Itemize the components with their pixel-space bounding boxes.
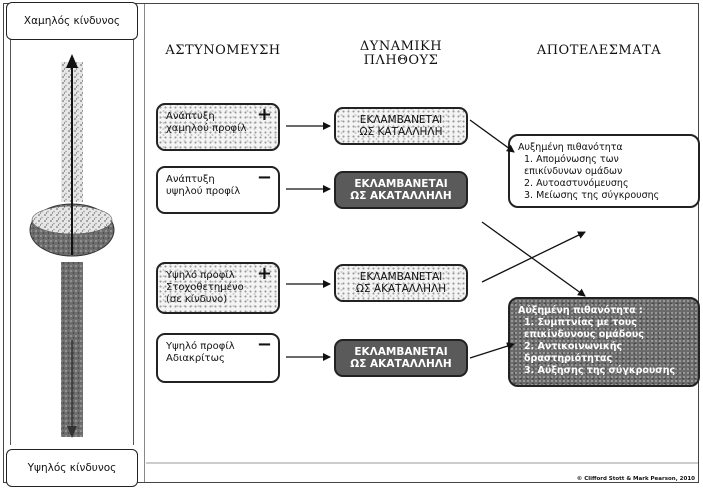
down-arrow-head-icon — [67, 426, 77, 438]
policing-high-profile: Ανάπτυξη υψηλού προφίλ − — [156, 166, 280, 214]
outcome-negative-item2a: 2. Αντικοινωνικής — [524, 341, 623, 352]
arrow-cross-up-icon — [481, 231, 586, 283]
outcome-positive-item1a: 1. Απομόνωσης των — [524, 154, 619, 165]
header-crowd-line2: ΠΛΗΘΟΥΣ — [363, 53, 439, 68]
outcome-positive-heading: Αυξημένη πιθανότητα — [518, 142, 623, 153]
outcome-positive-item3: 3. Μείωσης της σύγκρουσης — [524, 190, 660, 201]
outcome-negative-heading: Αύξημένη πιθανότητα : — [518, 305, 643, 316]
header-outcomes-text: ΑΠΟΤΕΛΕΣΜΑΤΑ — [536, 43, 662, 58]
crowd-row2-line1: ΕΚΛΑΜΒΑΝΕΤΑΙ — [354, 178, 448, 190]
copyright-notice: © Clifford Stott & Mark Pearson, 2010 — [577, 476, 695, 482]
low-risk-text: Χαμηλός κίνδυνος — [23, 15, 121, 27]
divider-line — [144, 4, 145, 482]
outcome-negative-item2b: δραστηριότητας — [524, 353, 613, 364]
header-outcomes: ΑΠΟΤΕΛΕΣΜΑΤΑ — [524, 44, 674, 58]
outcome-positive-item1b: επικίνδυνων ομάδων — [524, 166, 623, 177]
high-risk-text: Υψηλός κίνδυνος — [27, 462, 117, 474]
crowd-row2-line2: ΩΣ ΑΚΑΤΑΛΛΗΛΗ — [350, 190, 452, 202]
axis-line-right — [133, 35, 134, 445]
crowd-appropriate: ΕΚΛΑΜΒΑΝΕΤΑΙ ΩΣ ΚΑΤΑΛΛΗΛΗ — [334, 107, 468, 145]
outcome-negative: Αύξημένη πιθανότητα : 1. Συμπτνίας με το… — [508, 297, 700, 387]
crowd-row1-line2: ΩΣ ΚΑΤΑΛΛΗΛΗ — [359, 126, 443, 138]
minus-icon: − — [256, 334, 272, 355]
header-crowd-line1: ΔΥΝΑΜΙΚΗ — [359, 39, 443, 54]
crowd-row3-line2: ΩΣ ΑΚΑΤΑΛΛΗΛΗ — [355, 283, 447, 295]
crowd-inappropriate-1: ΕΚΛΑΜΒΑΝΕΤΑΙ ΩΣ ΑΚΑΤΑΛΛΗΛΗ — [334, 171, 468, 209]
risk-scale-graphic — [29, 54, 115, 438]
header-policing-text: ΑΣΤΥΝΟΜΕΥΣΗ — [165, 43, 281, 58]
header-policing: ΑΣΤΥΝΟΜΕΥΣΗ — [158, 44, 288, 58]
outcome-negative-item3: 3. Αύξησης της σύγκρουσης — [524, 365, 676, 376]
arrow-to-negative-icon — [469, 342, 515, 359]
high-risk-label: Υψηλός κίνδυνος — [6, 449, 138, 487]
plus-icon: + — [256, 104, 272, 125]
policing-row1-line2: χαμηλού προφίλ — [166, 123, 247, 134]
crowd-row1-line1: ΕΚΛΑΜΒΑΝΕΤΑΙ — [359, 114, 443, 126]
arrow-to-positive-icon — [469, 119, 515, 153]
policing-row2-line1: Ανάπτυξη — [166, 174, 215, 185]
outcome-positive: Αυξημένη πιθανότητα 1. Απομόνωσης των επ… — [508, 134, 700, 208]
crowd-row3-line1: ΕΚΛΑΜΒΑΝΕΤΑΙ — [359, 271, 443, 283]
policing-high-targeted: Υψηλό προφίλ Στοχοθετημένο (σε κίνδυνο) … — [156, 262, 280, 314]
outcome-negative-item1a: 1. Συμπτνίας με τους — [524, 317, 637, 328]
policing-row3-line2: Στοχοθετημένο — [166, 282, 244, 293]
diagram-frame — [3, 3, 699, 483]
axis-line-left — [10, 35, 11, 445]
policing-row4-line2: Αδιακρίτως — [166, 353, 225, 364]
plus-icon: + — [256, 263, 272, 284]
policing-row1-line1: Ανάπτυξη — [166, 111, 215, 122]
arrow-cross-down-icon — [481, 221, 586, 297]
crowd-inappropriate-3: ΕΚΛΑΜΒΑΝΕΤΑΙ ΩΣ ΑΚΑΤΑΛΛΗΛΗ — [334, 339, 468, 377]
outcome-positive-item2: 2. Αυτοαστυνόμευσης — [524, 178, 629, 189]
policing-row2-line2: υψηλού προφίλ — [166, 186, 241, 197]
crowd-inappropriate-2: ΕΚΛΑΜΒΑΝΕΤΑΙ ΩΣ ΑΚΑΤΑΛΛΗΛΗ — [334, 264, 468, 302]
policing-row4-line1: Υψηλό προφίλ — [166, 341, 235, 352]
policing-low-profile: Ανάπτυξη χαμηλού προφίλ + — [156, 103, 280, 151]
minus-icon: − — [256, 167, 272, 188]
header-crowd-dynamics: ΔΥΝΑΜΙΚΗ ΠΛΗΘΟΥΣ — [336, 40, 466, 68]
low-risk-label: Χαμηλός κίνδυνος — [6, 2, 138, 40]
up-arrow-head-icon — [66, 54, 78, 68]
crowd-row4-line2: ΩΣ ΑΚΑΤΑΛΛΗΛΗ — [350, 358, 452, 370]
outcome-negative-item1b: επικίνδυνους ομάδους — [524, 329, 644, 340]
crowd-row4-line1: ΕΚΛΑΜΒΑΝΕΤΑΙ — [354, 346, 448, 358]
copyright-text: © Clifford Stott & Mark Pearson, 2010 — [576, 476, 695, 482]
policing-high-indiscriminate: Υψηλό προφίλ Αδιακρίτως − — [156, 333, 280, 383]
policing-row3-line3: (σε κίνδυνο) — [166, 294, 228, 305]
policing-row3-line1: Υψηλό προφίλ — [166, 270, 235, 281]
